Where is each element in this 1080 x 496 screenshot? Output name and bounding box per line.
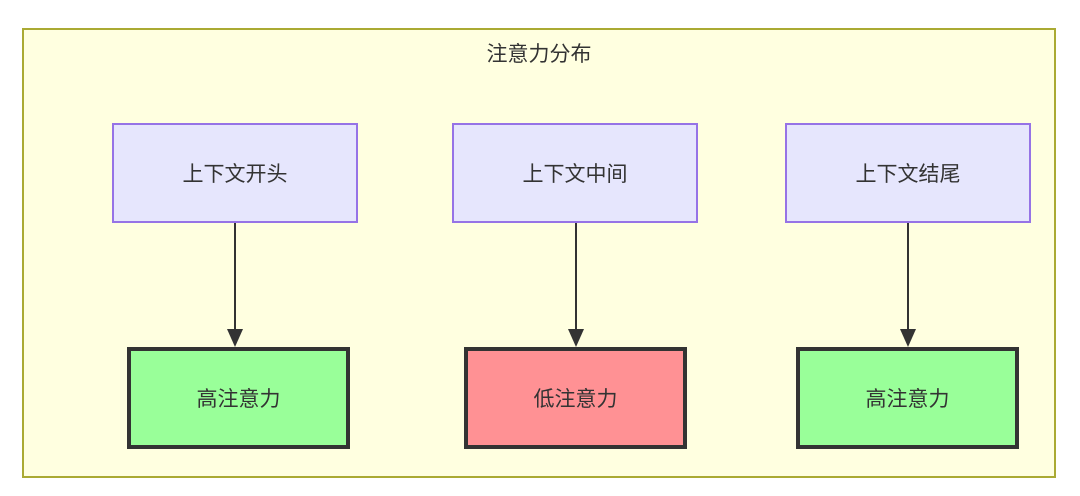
edge-context-middle-to-attention [568,223,584,347]
node-attention-start-label: 高注意力 [196,388,281,411]
subgraph-title: 注意力分布 [486,43,592,66]
node-context-end[interactable]: 上下文结尾 [785,123,1031,223]
node-context-end-label: 上下文结尾 [855,163,961,186]
edge-context-start-to-attention [227,223,243,347]
edge-context-end-to-attention [900,223,916,347]
node-context-start[interactable]: 上下文开头 [112,123,358,223]
arrowhead-icon [568,329,584,347]
node-attention-end[interactable]: 高注意力 [796,347,1019,449]
node-context-start-label: 上下文开头 [182,163,288,186]
arrowhead-icon [227,329,243,347]
node-attention-middle[interactable]: 低注意力 [464,347,687,449]
node-attention-start[interactable]: 高注意力 [127,347,350,449]
arrowhead-icon [900,329,916,347]
node-attention-middle-label: 低注意力 [533,388,618,411]
node-context-middle[interactable]: 上下文中间 [452,123,698,223]
node-context-middle-label: 上下文中间 [522,163,628,186]
attention-distribution-subgraph: 注意力分布 上下文开头 上下文中间 上下文结尾 高注意力 低 [22,28,1056,478]
node-attention-end-label: 高注意力 [865,388,950,411]
